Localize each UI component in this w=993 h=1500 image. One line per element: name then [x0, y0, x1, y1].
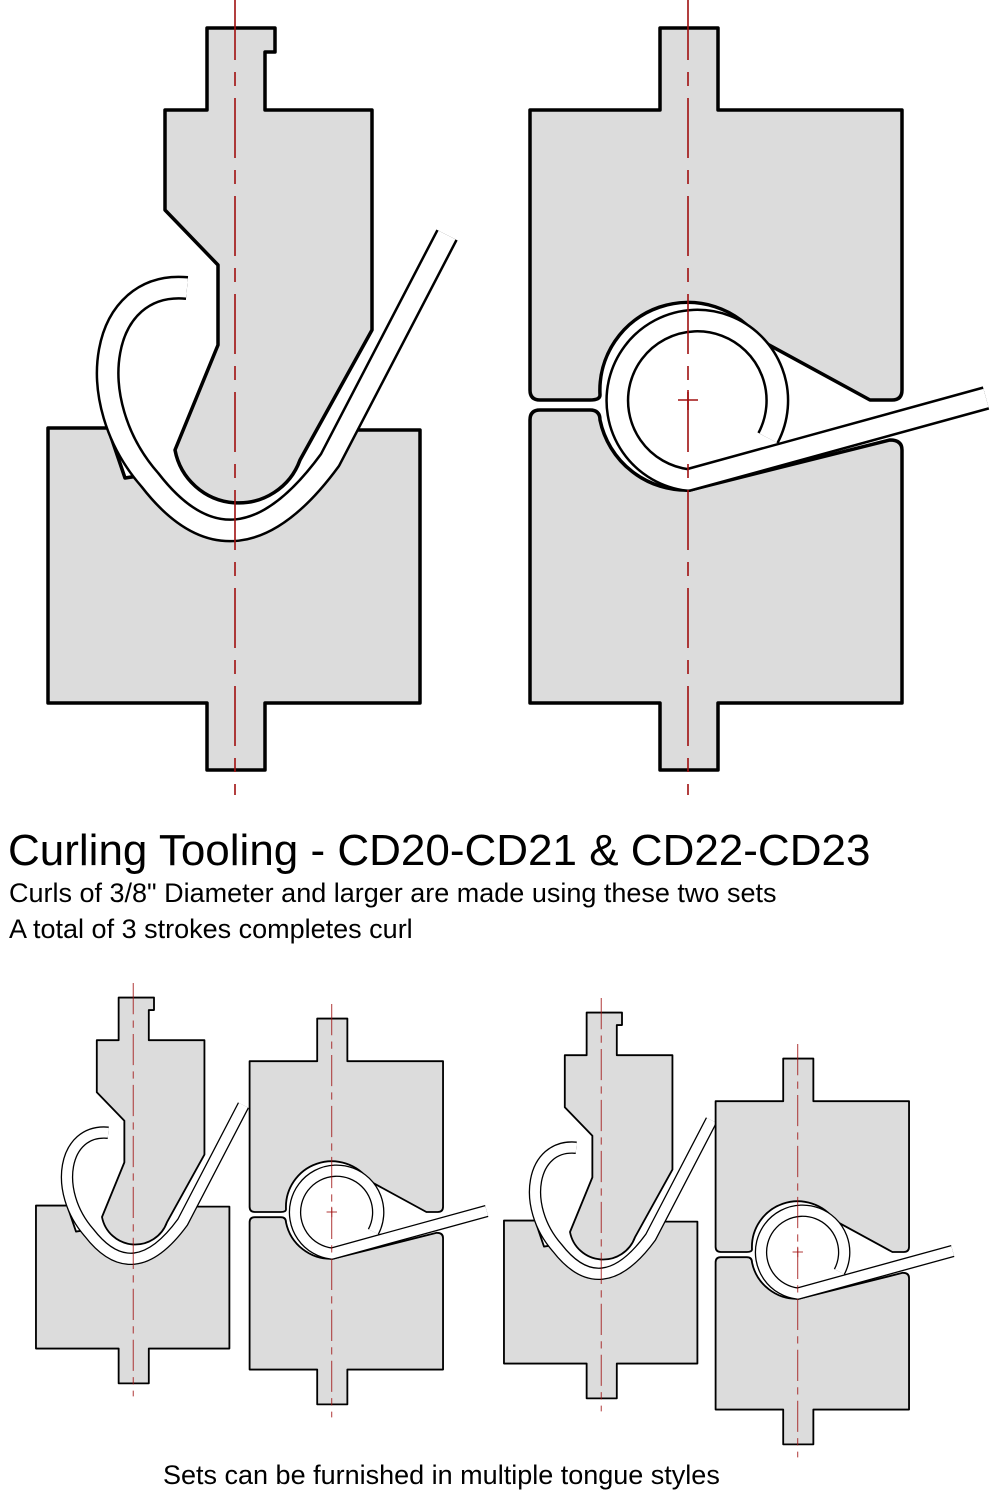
- caption: Sets can be furnished in multiple tongue…: [163, 1460, 720, 1490]
- diagram-title: Curling Tooling - CD20-CD21 & CD22-CD23: [8, 826, 871, 875]
- small-set-4: [716, 1044, 953, 1457]
- small-set-1: [36, 983, 243, 1396]
- subtitle-line-1: Curls of 3/8" Diameter and larger are ma…: [9, 878, 777, 908]
- subtitle-line-2: A total of 3 strokes completes curl: [9, 914, 413, 944]
- small-set-3: [504, 998, 711, 1411]
- set-cd22-cd23-large: [530, 0, 986, 795]
- set-cd20-cd21-large: [48, 0, 447, 795]
- small-set-2: [250, 1004, 487, 1417]
